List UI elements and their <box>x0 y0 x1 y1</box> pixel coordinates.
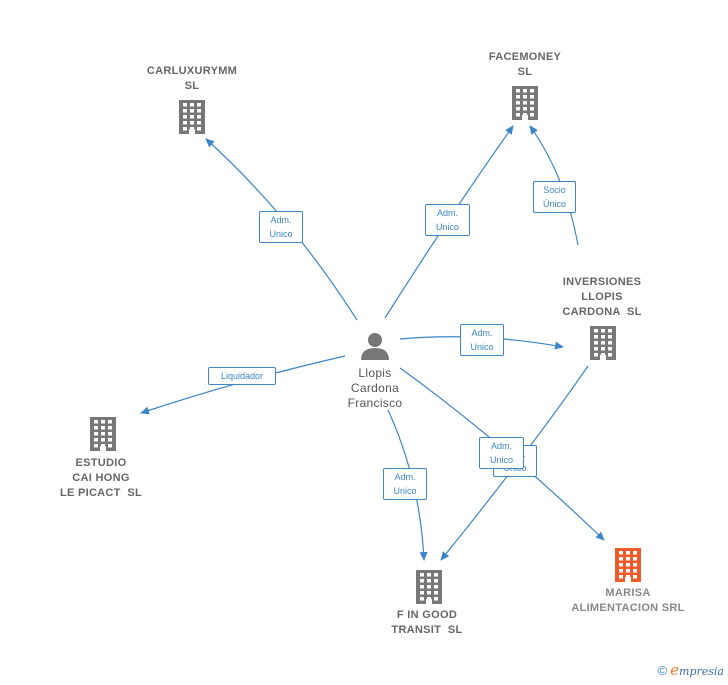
edge-label-socio-unico: Socio Único <box>533 181 576 213</box>
edge-line-socio <box>529 125 579 246</box>
brand-logo-text: mpresia <box>679 665 724 678</box>
person-icon <box>361 333 389 360</box>
building-icon-marisa <box>615 548 641 582</box>
node-label-inversiones[interactable]: INVERSIONES LLOPIS CARDONA SL <box>562 276 642 318</box>
edge-label-liquidador: Liquidador <box>208 367 276 385</box>
edge-label-adm-unico-finggood: Adm. Unico <box>383 468 427 500</box>
building-icon-carluxurymm <box>179 100 205 134</box>
node-label-facemoney[interactable]: FACEMONEY SL <box>488 51 562 78</box>
node-label-carluxurymm[interactable]: CARLUXURYMM SL <box>146 65 238 92</box>
copyright-icon: © <box>657 663 668 678</box>
building-icon-estudio <box>90 417 116 451</box>
brand-footer: ©empresia <box>658 661 724 679</box>
building-icon-inversiones <box>590 326 616 360</box>
node-label-marisa[interactable]: MARISA ALIMENTACION SRL <box>571 587 685 614</box>
edge-label-adm-unico-inversiones: Adm. Unico <box>460 324 504 356</box>
edge-label-adm-unico-carluxurymm: Adm. Unico <box>259 211 303 243</box>
node-label-finggood[interactable]: F IN GOOD TRANSIT SL <box>391 609 463 636</box>
building-icon-facemoney <box>512 86 538 120</box>
node-label-person[interactable]: Llopis Cardona Francisco <box>347 366 403 410</box>
building-icon-finggood <box>416 570 442 604</box>
edge-label-adm-unico-facemoney: Adm. Unico <box>425 204 470 236</box>
brand-logo-initial: e <box>670 661 680 679</box>
edge-label-adm-unico-marisa: Adm. Unico <box>479 437 524 469</box>
node-label-estudio[interactable]: ESTUDIO CAI HONG LE PICACT SL <box>59 457 143 499</box>
